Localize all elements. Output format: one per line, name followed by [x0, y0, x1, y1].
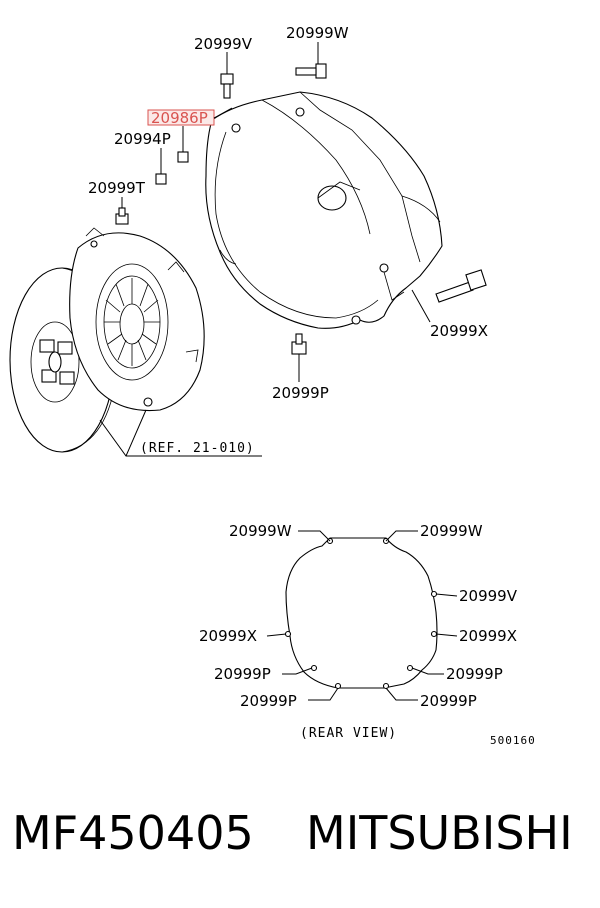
callout-20994p: 20994P: [114, 130, 171, 148]
rear-callout-right-w: 20999W: [420, 522, 483, 540]
part-number: MF450405: [12, 806, 254, 860]
callout-20999w: 20999W: [286, 24, 349, 42]
bolt-20999t: [115, 207, 129, 225]
rear-callout-left-p-lower: 20999P: [240, 692, 297, 710]
rear-view-outline: [284, 537, 438, 690]
bolt-20999v: [220, 73, 234, 99]
clutch-housing: [205, 91, 443, 329]
bolt-20999w: [295, 63, 327, 79]
rear-callout-left-w: 20999W: [229, 522, 292, 540]
brand-name: MITSUBISHI: [306, 806, 573, 860]
bolt-20999x: [435, 269, 487, 303]
callout-20999v: 20999V: [194, 35, 253, 53]
rear-callout-left-p-upper: 20999P: [214, 665, 271, 683]
nut-20994p: [155, 173, 167, 185]
ref-callout: (REF. 21-010): [140, 441, 255, 456]
footer: MF450405 MITSUBISHI: [0, 806, 600, 876]
diagram-code: 500160: [490, 734, 536, 747]
callout-20999p: 20999P: [272, 384, 329, 402]
callout-20999x: 20999X: [430, 322, 488, 340]
clutch-cover: [69, 227, 205, 412]
callout-20999t: 20999T: [88, 179, 146, 197]
rear-callout-right-p-lower: 20999P: [420, 692, 477, 710]
rear-callout-left-x: 20999X: [199, 627, 257, 645]
rear-callout-right-v: 20999V: [459, 587, 518, 605]
callout-20986p-highlighted: 20986P: [151, 109, 208, 127]
rear-view-caption: (REAR VIEW): [300, 726, 397, 741]
bolt-20999p: [291, 333, 307, 355]
rear-callout-right-x: 20999X: [459, 627, 517, 645]
nut-20986p: [177, 151, 189, 163]
rear-callout-right-p-upper: 20999P: [446, 665, 503, 683]
